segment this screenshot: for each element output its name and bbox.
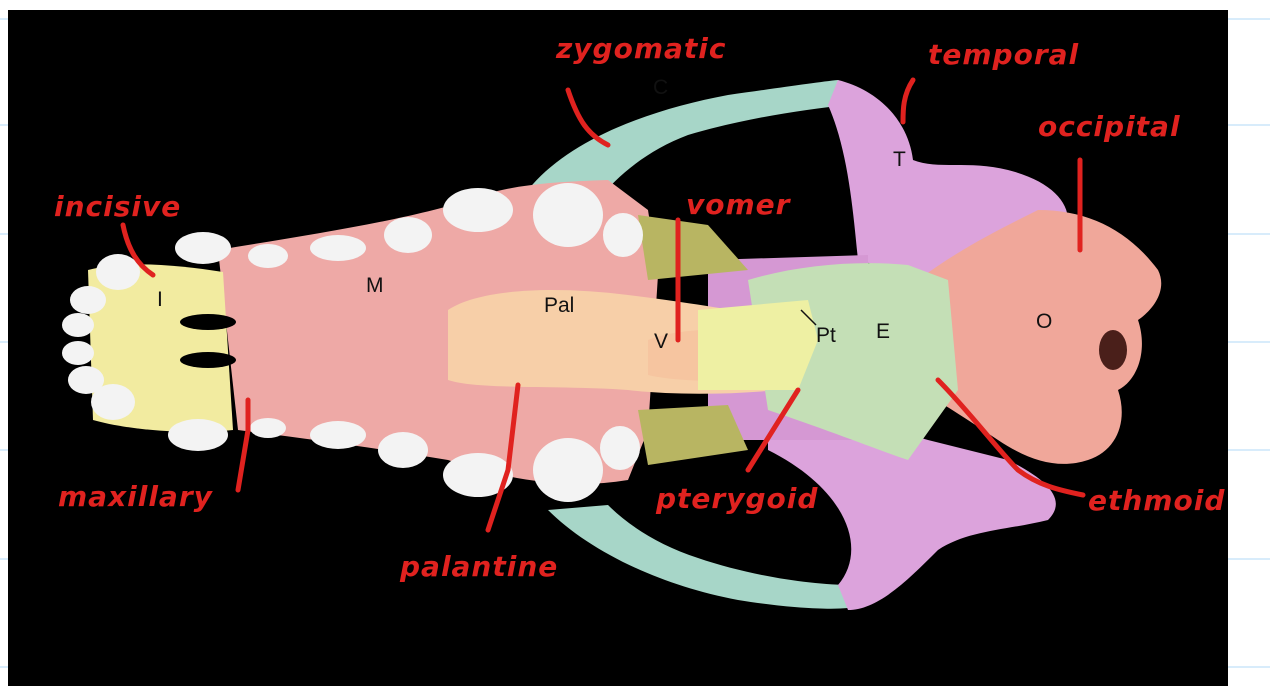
zygomatic-arch-upper xyxy=(528,80,848,200)
teeth xyxy=(62,183,643,502)
label-temporal-letter: T xyxy=(893,148,906,171)
label-palatine-letter: Pal xyxy=(544,294,575,317)
foramen-magnum xyxy=(1099,330,1127,370)
skull-photo: I M Pal V Pt E O C T zygomatic temporal … xyxy=(8,10,1228,686)
palatine-fissure xyxy=(180,352,236,368)
annotation-lines xyxy=(120,77,1086,533)
annotation-maxilla: maxillary xyxy=(58,480,213,513)
label-ethmoid-letter: E xyxy=(876,320,891,343)
annotation-pterygoid: pterygoid xyxy=(656,482,819,515)
pterygoid-bone xyxy=(698,300,818,390)
annotation-zygomatic: zygomatic xyxy=(556,32,727,65)
palatine-fissure xyxy=(180,314,236,330)
label-pterygoid-letter: Pt xyxy=(816,324,836,347)
annotation-palatine: palantine xyxy=(400,550,559,583)
temporal-bone-lower xyxy=(768,420,1056,610)
label-maxilla-letter: M xyxy=(366,274,384,297)
annotation-incisive: incisive xyxy=(54,190,182,223)
occipital-bone xyxy=(918,210,1162,464)
olive-region xyxy=(638,405,748,465)
annotation-ethmoid: ethmoid xyxy=(1088,484,1226,517)
label-zygomatic-letter: C xyxy=(653,76,669,99)
annotation-vomer: vomer xyxy=(686,188,791,221)
annotation-occipital: occipital xyxy=(1038,110,1181,143)
skull-illustration xyxy=(62,77,1162,610)
annotation-temporal: temporal xyxy=(928,38,1080,71)
label-incisive-letter: I xyxy=(157,288,163,311)
label-vomer-letter: V xyxy=(654,330,669,353)
label-occipital-letter: O xyxy=(1036,310,1053,333)
olive-region xyxy=(638,215,748,280)
zygomatic-arch-lower xyxy=(548,505,853,609)
